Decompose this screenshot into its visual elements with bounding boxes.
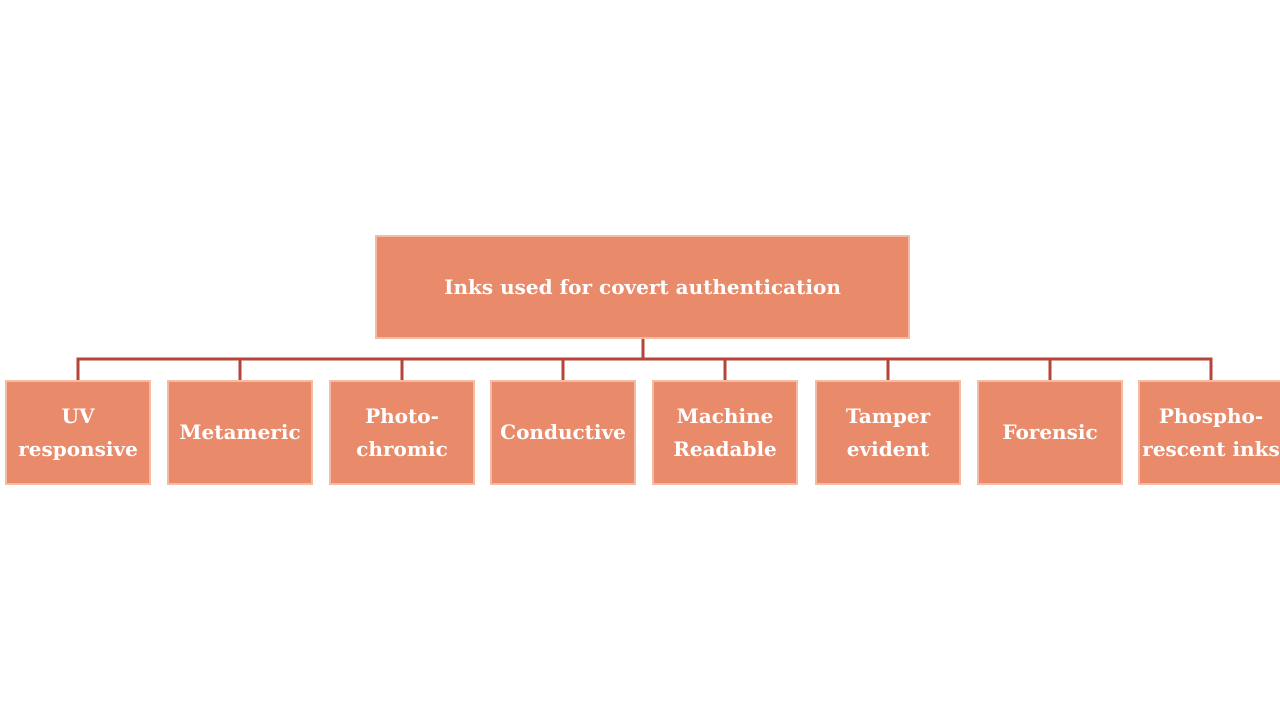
child-label-line: Metameric	[179, 420, 301, 444]
child-node: Metameric	[167, 380, 313, 485]
child-label-line: evident	[846, 436, 930, 461]
child-label-line: Forensic	[1002, 420, 1098, 444]
child-label-line: Tamper	[845, 403, 931, 428]
child-label-line: UV	[61, 403, 95, 428]
child-label: Tamper evident	[846, 400, 930, 466]
child-node: Tamper evident	[815, 380, 961, 485]
child-label: Metameric	[179, 416, 300, 449]
child-node: UV responsive	[5, 380, 151, 485]
child-label: Phospho-rescent inks	[1142, 400, 1279, 466]
child-label-line: Conductive	[500, 420, 626, 444]
root-label: Inks used for covert authentication	[444, 274, 841, 299]
child-node: Forensic	[977, 380, 1123, 485]
child-label-line: Machine	[676, 403, 774, 428]
child-label-line: Phospho-	[1158, 403, 1264, 428]
child-node: Phospho-rescent inks	[1138, 380, 1280, 485]
child-node: Photo-chromic	[329, 380, 475, 485]
root-node: Inks used for covert authentication	[375, 235, 910, 339]
child-label: UV responsive	[18, 400, 138, 466]
child-label-line: rescent inks	[1142, 436, 1280, 461]
child-label-line: responsive	[18, 436, 138, 461]
child-label-line: Photo-	[365, 403, 439, 428]
child-label: Conductive	[500, 416, 626, 449]
child-label-line: Readable	[673, 436, 777, 461]
child-label: Forensic	[1002, 416, 1097, 449]
child-label-line: chromic	[356, 436, 448, 461]
child-label: Photo-chromic	[356, 400, 448, 466]
child-node: Conductive	[490, 380, 636, 485]
